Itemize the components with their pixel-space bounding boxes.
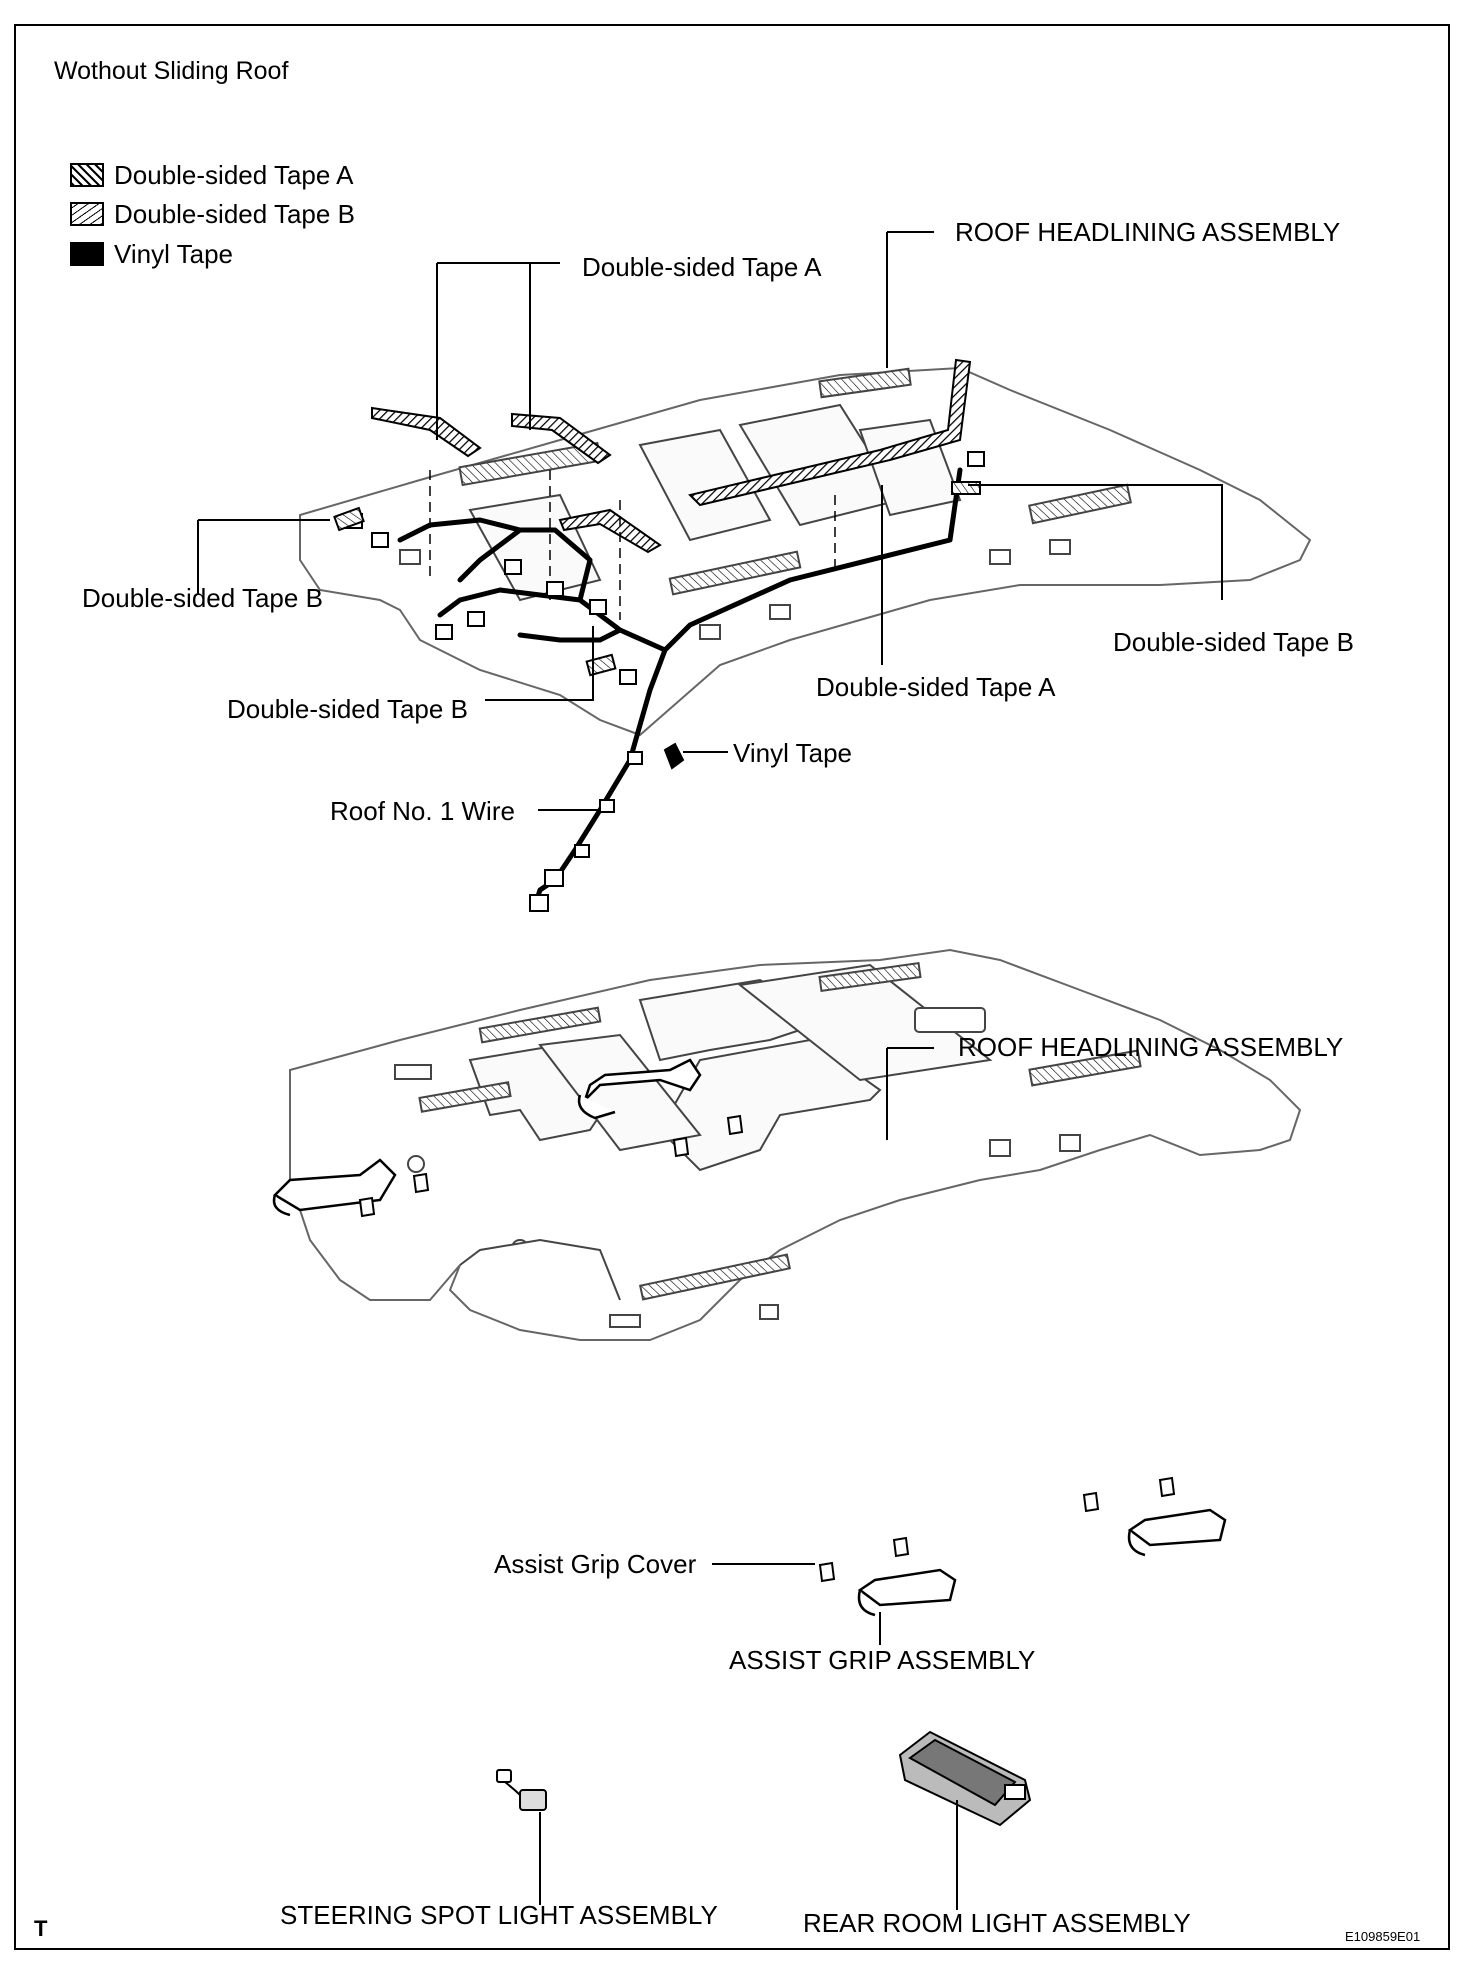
label-assist-grip-assembly: ASSIST GRIP ASSEMBLY	[729, 1645, 1036, 1675]
assist-grip-covers	[358, 1114, 1176, 1583]
label-tape-b-lower: Double-sided Tape B	[227, 694, 468, 724]
figure-id: E109859E01	[1345, 1929, 1421, 1944]
roof-wire-harness	[397, 467, 963, 908]
label-vinyl-tape: Vinyl Tape	[733, 738, 853, 768]
leader-lines-upper	[197, 231, 1223, 811]
label-tape-a-middle: Double-sided Tape A	[816, 672, 1056, 702]
label-tape-a-top: Double-sided Tape A	[582, 252, 822, 282]
diagram-title: Wothout Sliding Roof	[54, 57, 289, 85]
legend-label: Vinyl Tape	[114, 239, 234, 269]
assist-grips	[272, 1058, 1227, 1617]
legend-item-tape-a: Double-sided Tape A	[70, 160, 353, 190]
label-steering-spot-light: STEERING SPOT LIGHT ASSEMBLY	[280, 1900, 718, 1930]
solid-swatch-icon	[70, 242, 104, 266]
label-roof-headlining-top: ROOF HEADLINING ASSEMBLY	[955, 217, 1341, 247]
corner-mark: T	[34, 1916, 48, 1941]
hatch-swatch-icon	[70, 163, 104, 187]
roof-headlining-upper	[299, 366, 1312, 737]
double-sided-tape-a-strips	[371, 358, 972, 554]
roof-headlining-lower	[289, 948, 1302, 1341]
legend-label: Double-sided Tape B	[114, 199, 355, 229]
label-roof-wire: Roof No. 1 Wire	[330, 796, 515, 826]
legend-item-tape-b: Double-sided Tape B	[70, 199, 355, 229]
fine-hatch-swatch-icon	[70, 202, 104, 226]
wire-connectors	[345, 451, 985, 912]
label-assist-grip-cover: Assist Grip Cover	[494, 1549, 697, 1579]
steering-spot-light-part	[496, 1769, 547, 1811]
rear-room-light-part	[898, 1730, 1032, 1827]
legend-item-vinyl-tape: Vinyl Tape	[70, 239, 233, 269]
label-roof-headlining-bottom: ROOF HEADLINING ASSEMBLY	[958, 1032, 1344, 1062]
label-tape-b-left: Double-sided Tape B	[82, 583, 323, 613]
diagram-frame	[14, 24, 1450, 1950]
vinyl-tape-piece	[663, 742, 685, 770]
label-tape-b-right: Double-sided Tape B	[1113, 627, 1354, 657]
label-rear-room-light: REAR ROOM LIGHT ASSEMBLY	[803, 1908, 1191, 1938]
legend-label: Double-sided Tape A	[114, 160, 354, 190]
